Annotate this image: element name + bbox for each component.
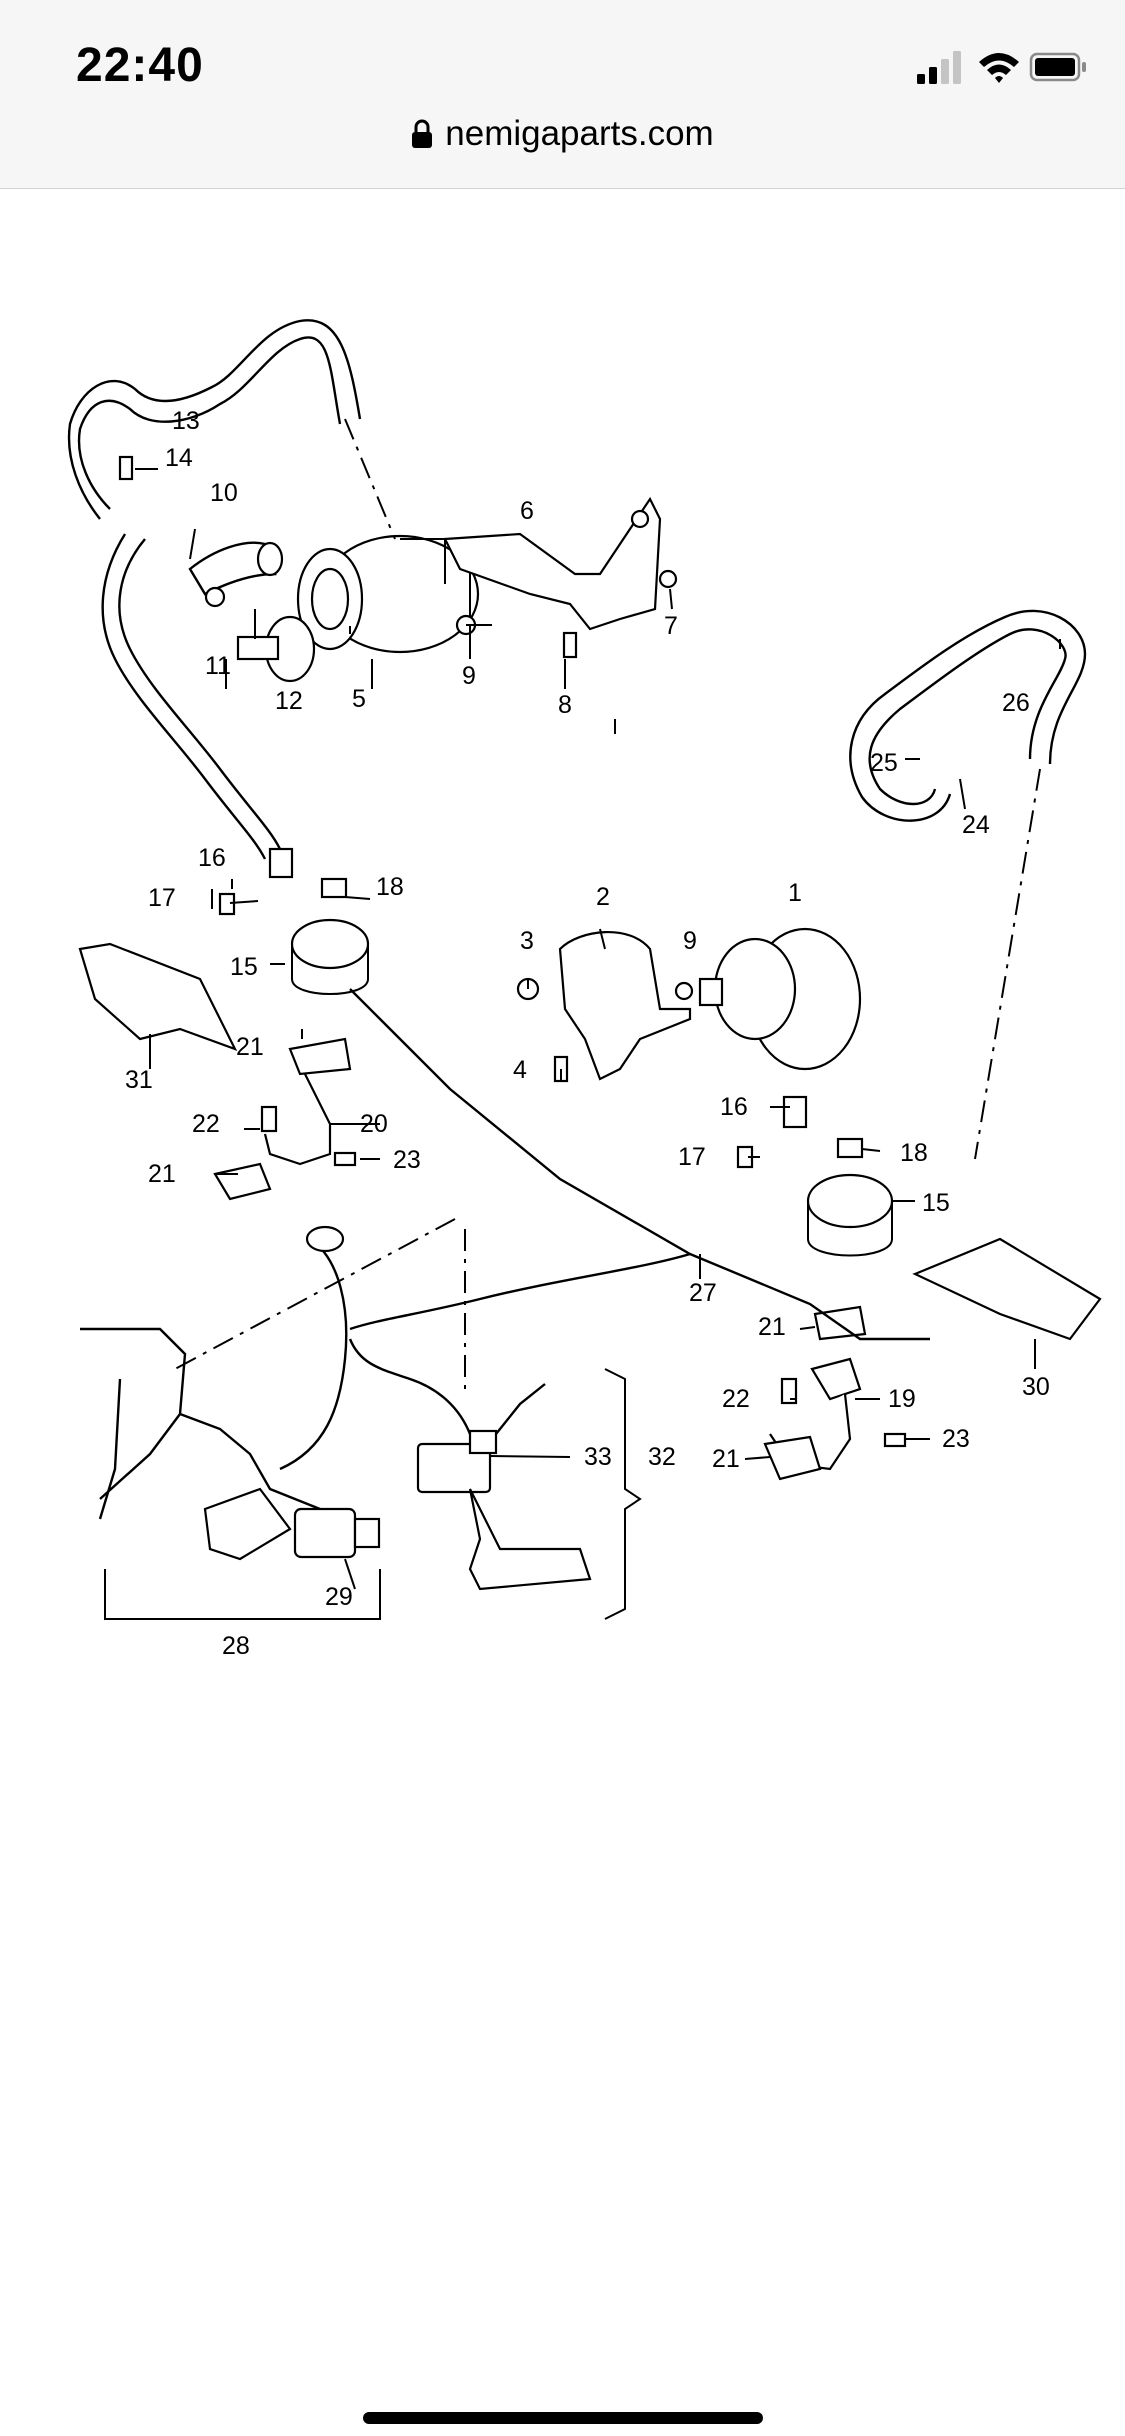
label-17-left: 17 [148,884,176,912]
valve-12 [236,615,316,683]
label-7: 7 [664,612,678,640]
label-11: 11 [205,652,231,680]
bracket-32 [468,1488,592,1591]
label-9-lower: 9 [683,927,697,955]
heat-shield-31 [78,942,238,1051]
clip-18-left [320,877,348,899]
home-indicator[interactable] [363,2412,763,2424]
valve-29 [203,1487,381,1561]
label-16-right: 16 [720,1093,748,1121]
browser-chrome: 22:40 nemigaparts.com [0,0,1125,189]
label-8: 8 [558,691,572,719]
label-23-right: 23 [942,1425,970,1453]
bolt-23-left [333,1151,357,1167]
label-21-left-lower: 21 [148,1160,176,1188]
bracket-2 [558,930,692,1081]
bracket-6 [443,496,662,631]
connector-16-left [268,847,294,879]
valve-15-right [806,1173,894,1257]
gasket-21-left-lower [213,1162,272,1201]
hose-24 [849,609,1087,822]
bolt-23-right [883,1432,907,1448]
label-6: 6 [520,497,534,525]
clip-17-left [218,892,236,916]
bolt-8 [562,631,578,659]
pipe-20 [263,1073,332,1166]
label-26: 26 [1002,689,1030,717]
label-30: 30 [1022,1373,1050,1401]
wifi-icon [979,53,1019,83]
valve-15-left [290,918,370,995]
label-15-right: 15 [922,1189,950,1217]
label-20: 20 [360,1110,388,1138]
label-15-left: 15 [230,953,258,981]
label-21-right-upper: 21 [758,1313,786,1341]
label-27: 27 [689,1279,717,1307]
label-32: 32 [648,1443,676,1471]
gasket-19-flange [810,1357,862,1401]
label-10: 10 [210,479,238,507]
label-4: 4 [513,1056,527,1084]
connector-16-right [782,1095,808,1129]
bolt-9-lower [674,981,694,1001]
gasket-21-left-upper [288,1037,352,1076]
label-28: 28 [222,1632,250,1660]
label-18-left: 18 [376,873,404,901]
label-22-right: 22 [722,1385,750,1413]
clip-18-right [836,1137,864,1159]
connector-10 [188,541,284,596]
label-29: 29 [325,1583,353,1611]
label-2: 2 [596,883,610,911]
label-23-left: 23 [393,1146,421,1174]
label-22-left: 22 [192,1110,220,1138]
hose-13 [67,319,362,520]
lock-icon [412,119,433,148]
status-icons [917,51,1086,84]
address-bar[interactable]: nemigaparts.com [0,112,1125,154]
gasket-21-right-lower [763,1435,822,1481]
label-9-upper: 9 [462,662,476,690]
pump-1 [698,927,862,1071]
label-17-right: 17 [678,1143,706,1171]
label-16-left: 16 [198,844,226,872]
nut-7 [658,569,678,589]
bolt-22-left [260,1105,278,1133]
label-31: 31 [125,1066,153,1094]
label-13: 13 [172,407,200,435]
hose-assembly-28 [80,1225,348,1520]
label-5: 5 [352,685,366,713]
hose-left-long [101,533,282,860]
battery-icon [1029,52,1086,82]
heat-shield-30 [912,1237,1102,1341]
vacuum-line-center [348,1338,472,1435]
label-1: 1 [788,879,802,907]
status-time: 22:40 [76,39,204,92]
label-25: 25 [870,749,898,777]
bolt-22-right [780,1377,798,1405]
bolt-14 [118,455,134,481]
label-18-right: 18 [900,1139,928,1167]
cellular-signal-icon [917,51,961,84]
pump-5 [296,534,480,654]
label-24: 24 [962,811,990,839]
clip-11 [204,586,226,608]
label-33: 33 [584,1443,612,1471]
label-3: 3 [520,927,534,955]
label-21-right-lower: 21 [712,1445,740,1473]
label-19: 19 [888,1385,916,1413]
label-14: 14 [165,444,193,472]
parts-diagram[interactable]: 13 14 10 6 11 12 5 9 8 7 26 25 24 16 17 … [0,189,1125,1749]
url-text: nemigaparts.com [445,113,714,153]
label-12: 12 [275,687,303,715]
solenoid-valve-33 [416,1429,498,1494]
label-21-left-upper: 21 [236,1033,264,1061]
